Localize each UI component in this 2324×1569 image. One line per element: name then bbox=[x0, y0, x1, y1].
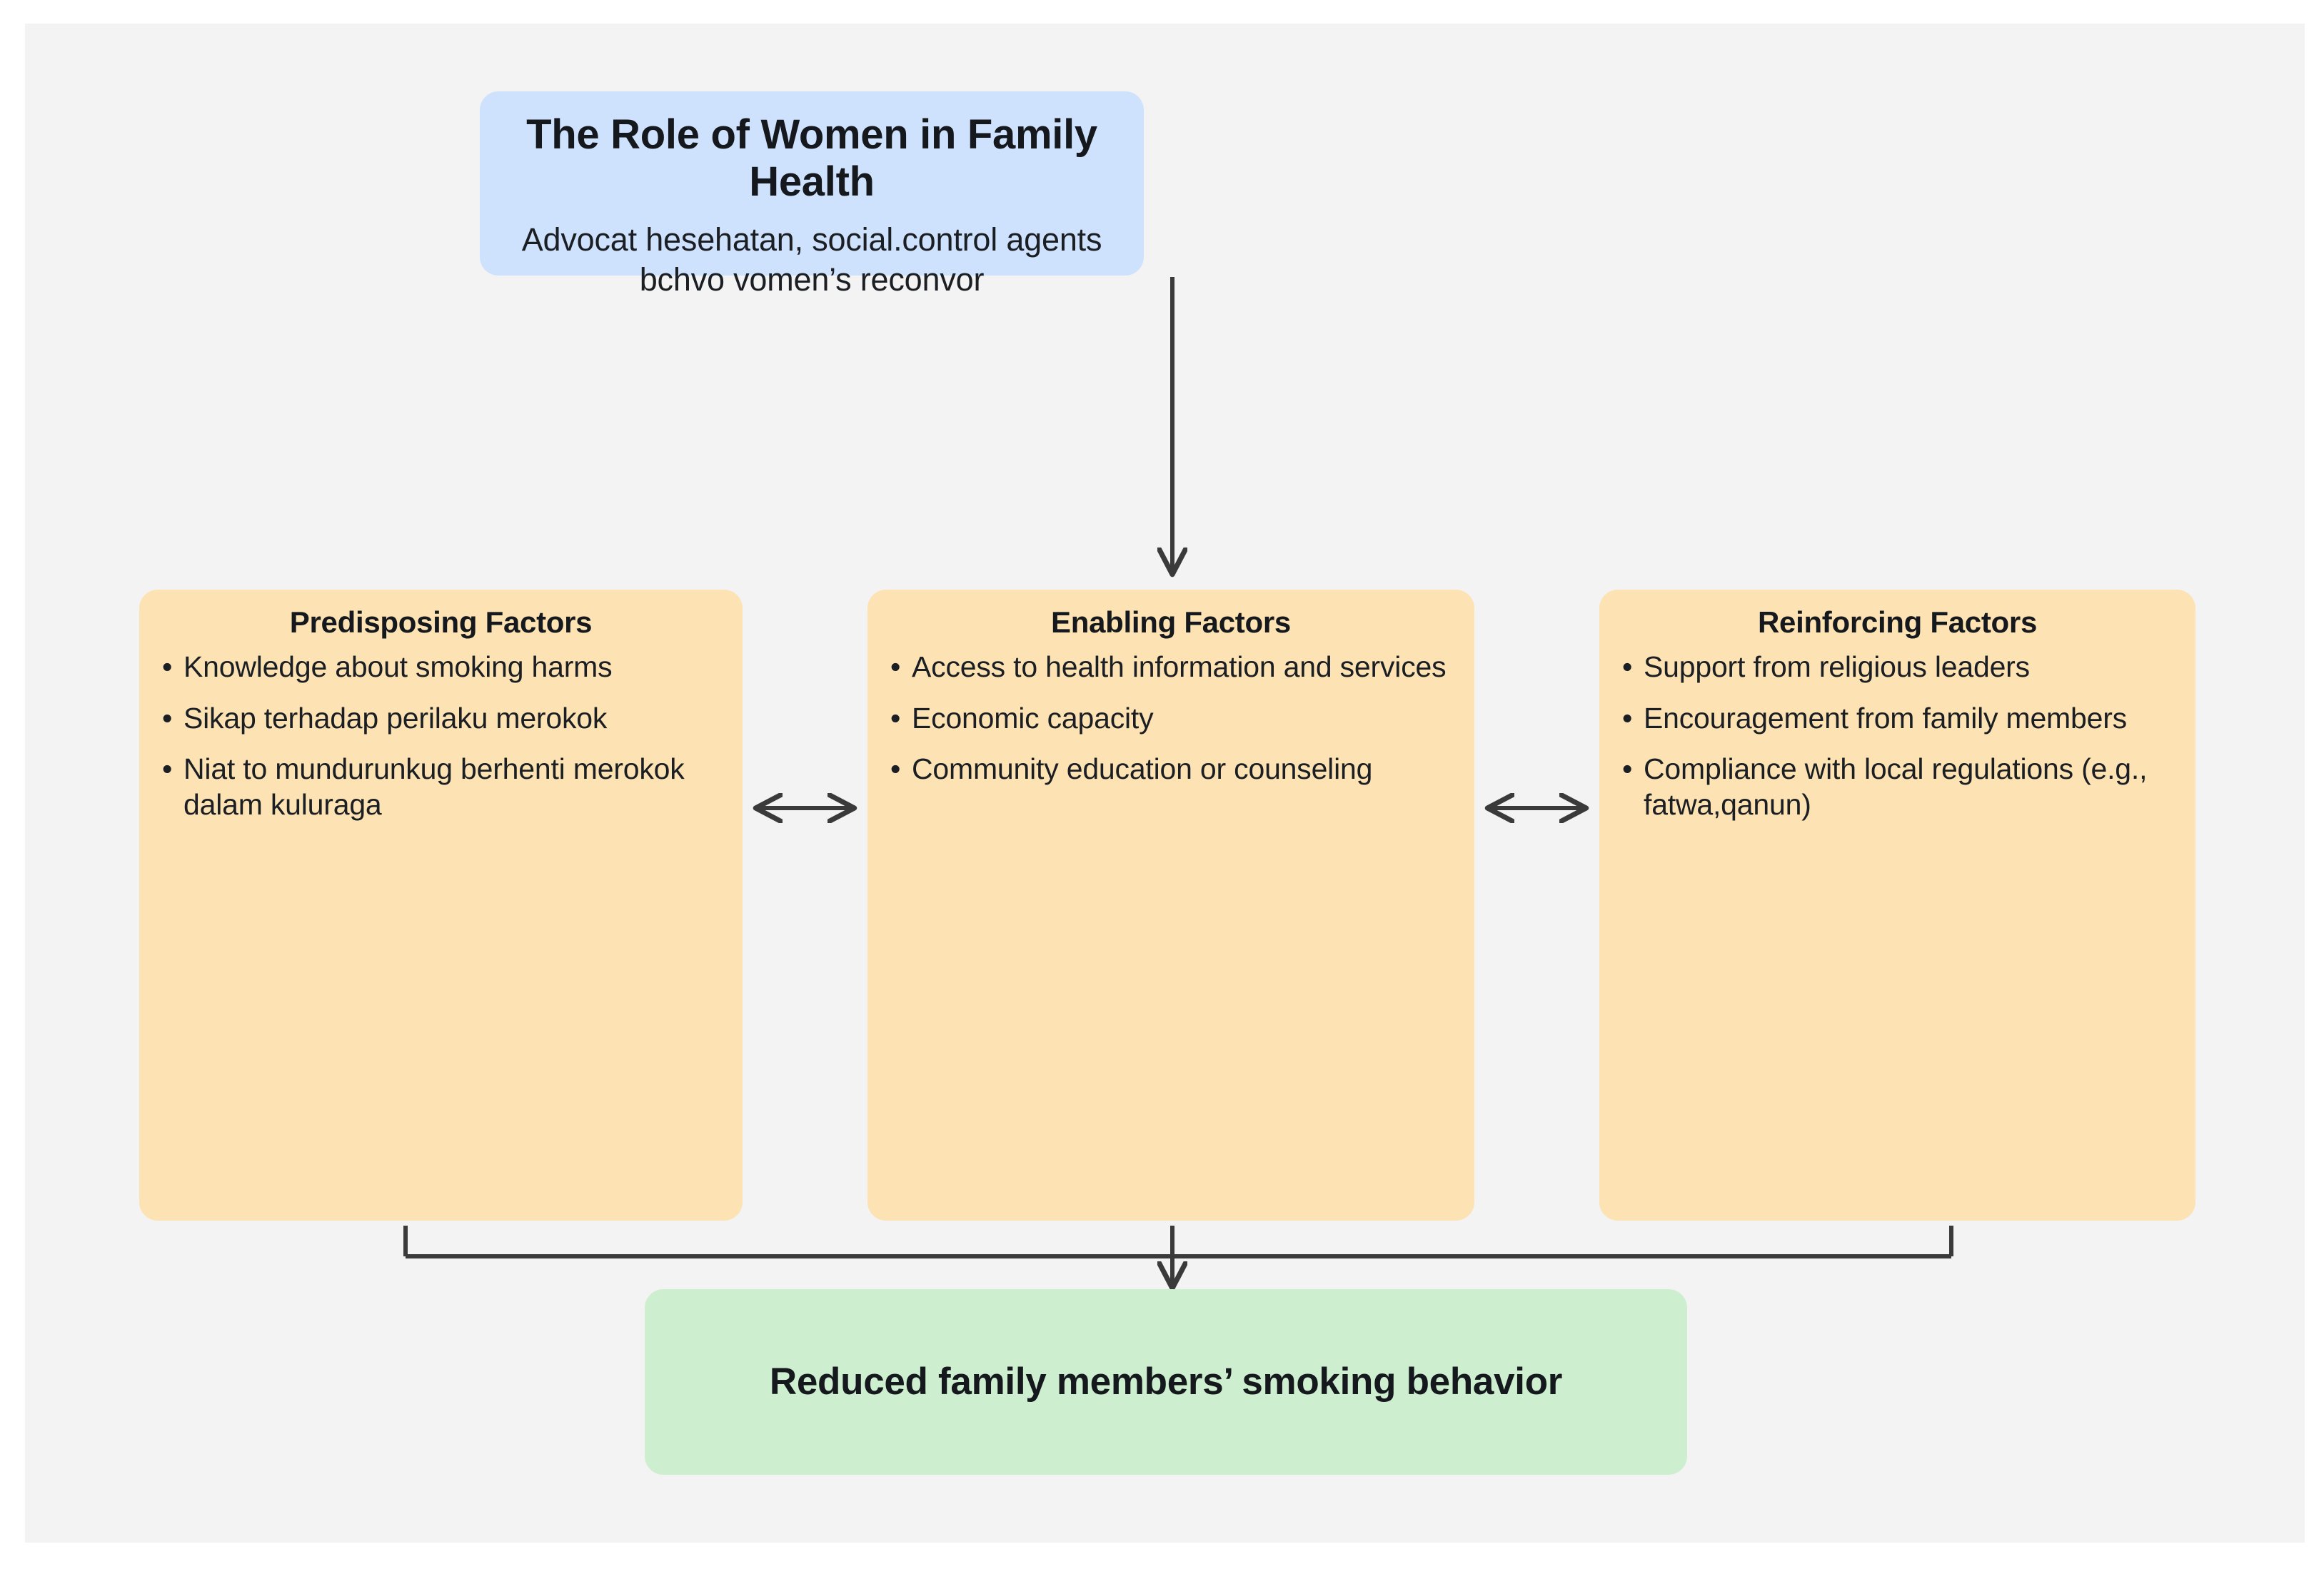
bullet-icon: • bbox=[162, 752, 173, 786]
list-item-label: Economic capacity bbox=[912, 701, 1154, 735]
bullet-icon: • bbox=[1622, 650, 1633, 683]
factor-list: • Access to health information and servic… bbox=[886, 650, 1456, 787]
list-item: • Sikap terhadap perilaku merokok bbox=[158, 701, 724, 737]
bullet-icon: • bbox=[890, 650, 901, 683]
page-title: The Role of Women in Family Health bbox=[526, 111, 1097, 206]
list-item: • Community education or counseling bbox=[886, 752, 1456, 787]
list-item-label: Niat to mundurunkug berhenti merokok dal… bbox=[183, 752, 685, 821]
list-item: • Compliance with local regulations (e.g.… bbox=[1618, 752, 2177, 822]
list-item: • Support from religious leaders bbox=[1618, 650, 2177, 685]
bracket-factors-to-outcome bbox=[403, 1226, 1953, 1273]
factor-list: • Knowledge about smoking harms • Sikap te… bbox=[158, 650, 724, 822]
list-item: • Economic capacity bbox=[886, 701, 1456, 737]
node-outcome: Reduced family members’ smoking behavior bbox=[645, 1289, 1687, 1475]
node-enabling-factors: Enabling Factors • Access to health infor… bbox=[867, 590, 1474, 1221]
list-item-label: Encouragement from family members bbox=[1644, 701, 2127, 735]
list-item: • Knowledge about smoking harms bbox=[158, 650, 724, 685]
bullet-icon: • bbox=[890, 752, 901, 786]
list-item-label: Knowledge about smoking harms bbox=[183, 650, 613, 683]
node-heading: Reinforcing Factors bbox=[1757, 605, 2038, 639]
list-item-label: Community education or counseling bbox=[912, 752, 1373, 786]
title-box: The Role of Women in Family Health Advoc… bbox=[480, 91, 1144, 298]
bullet-icon: • bbox=[162, 701, 173, 735]
list-item-label: Compliance with local regulations (e.g.,… bbox=[1644, 752, 2148, 821]
list-item: • Access to health information and servic… bbox=[886, 650, 1456, 685]
list-item-label: Sikap terhadap perilaku merokok bbox=[183, 701, 608, 735]
bullet-icon: • bbox=[162, 650, 173, 683]
list-item: • Niat to mundurunkug berhenti merokok da… bbox=[158, 752, 724, 822]
node-reinforcing-factors: Reinforcing Factors • Support from religi… bbox=[1599, 590, 2195, 1221]
page-subtitle: Advocat hesehatan, social.control agents… bbox=[521, 221, 1102, 298]
diagram-canvas: The Role of Women in Family Health Advoc… bbox=[25, 24, 2305, 1543]
node-heading: Enabling Factors bbox=[1051, 605, 1291, 639]
bullet-icon: • bbox=[890, 701, 901, 735]
list-item: • Encouragement from family members bbox=[1618, 701, 2177, 737]
node-heading: Predisposing Factors bbox=[289, 605, 593, 639]
bullet-icon: • bbox=[1622, 752, 1633, 786]
factor-list: • Support from religious leaders • Encoura… bbox=[1618, 650, 2177, 822]
list-item-label: Access to health information and service… bbox=[912, 650, 1447, 683]
list-item-label: Support from religious leaders bbox=[1644, 650, 2030, 683]
outcome-label: Reduced family members’ smoking behavior bbox=[769, 1360, 1563, 1403]
node-predisposing-factors: Predisposing Factors • Knowledge about sm… bbox=[139, 590, 743, 1221]
bullet-icon: • bbox=[1622, 701, 1633, 735]
